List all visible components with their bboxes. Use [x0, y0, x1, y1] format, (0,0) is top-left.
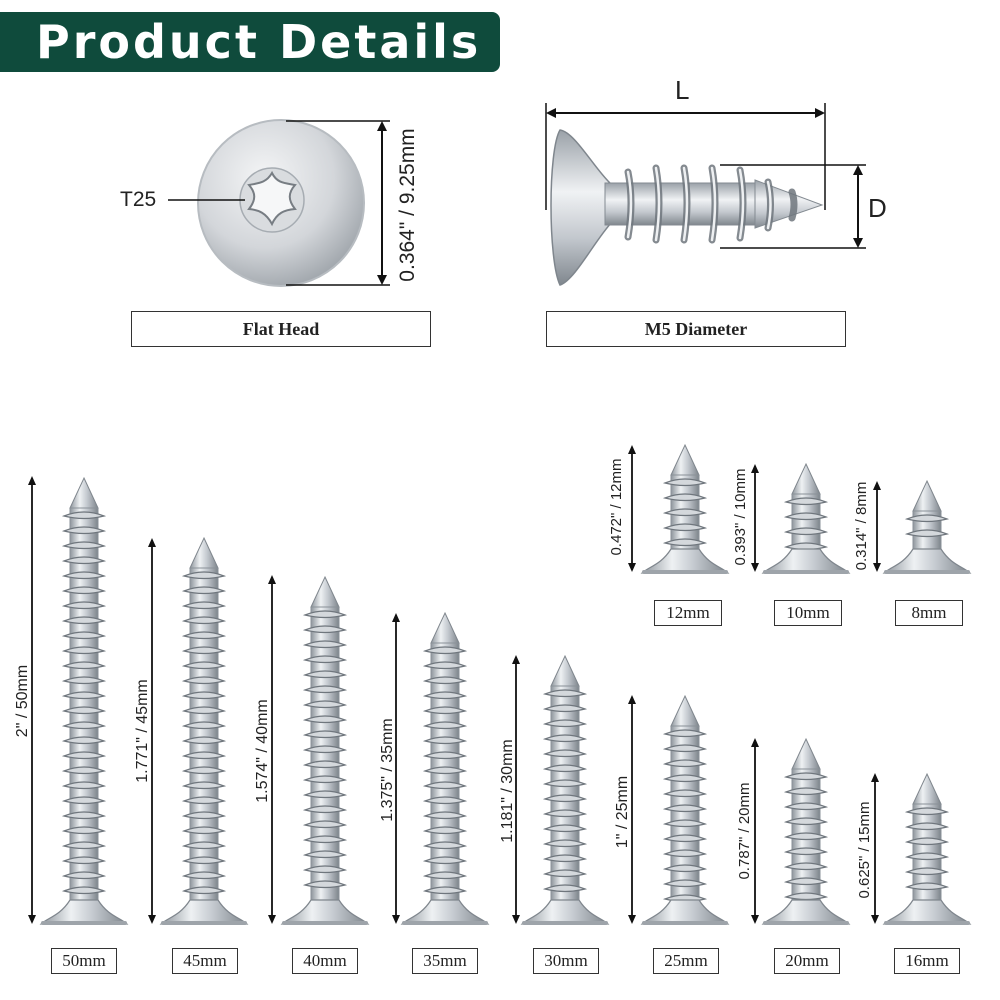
screw-45mm: [159, 536, 249, 925]
dimension-35mm: 1.375" / 35mm: [379, 718, 396, 822]
label-10mm: 10mm: [774, 600, 842, 626]
label-45mm: 45mm: [172, 948, 238, 974]
screw-10mm: [761, 462, 851, 574]
screw-25mm: [640, 694, 730, 925]
screw-20mm: [761, 737, 851, 925]
label-30mm: 30mm: [533, 948, 599, 974]
label-20mm: 20mm: [774, 948, 840, 974]
label-12mm: 12mm: [654, 600, 722, 626]
t25-drive-label: T25: [120, 188, 157, 211]
title-banner: Product Details: [0, 12, 500, 72]
dimension-40mm: 1.574" / 40mm: [254, 699, 271, 803]
screw-40mm: [280, 575, 370, 925]
top-dimension-lines: [628, 445, 881, 572]
head-diameter-dimension: 0.364" / 9.25mm: [396, 128, 419, 282]
length-label: L: [675, 75, 690, 105]
screw-8mm: [882, 479, 972, 574]
label-40mm: 40mm: [292, 948, 358, 974]
label-25mm: 25mm: [653, 948, 719, 974]
screw-30mm: [520, 654, 610, 925]
screw-group: [39, 443, 972, 925]
dimension-12mm: 0.472" / 12mm: [608, 458, 625, 556]
dimension-20mm: 0.787" / 20mm: [736, 782, 753, 880]
diameter-label: D: [868, 193, 887, 223]
dimension-8mm: 0.314" / 8mm: [853, 481, 870, 571]
screw-35mm: [400, 611, 490, 925]
label-50mm: 50mm: [51, 948, 117, 974]
screw-16mm: [882, 772, 972, 925]
label-16mm: 16mm: [894, 948, 960, 974]
m5-diameter-caption: M5 Diameter: [546, 311, 846, 347]
screw-side-view: [550, 129, 824, 286]
screw-12mm: [640, 443, 730, 574]
bottom-dimension-lines: [28, 476, 879, 924]
dimension-15mm: 0.625" / 15mm: [856, 801, 873, 899]
torx-icon: [247, 170, 297, 227]
dimension-25mm: 1" / 25mm: [614, 775, 631, 849]
dimension-10mm: 0.393" / 10mm: [732, 468, 749, 566]
dimension-45mm: 1.771" / 45mm: [134, 679, 151, 783]
label-35mm: 35mm: [412, 948, 478, 974]
flat-head-caption: Flat Head: [131, 311, 431, 347]
label-8mm: 8mm: [895, 600, 963, 626]
page-title: Product Details: [36, 15, 482, 69]
screw-50mm: [39, 476, 129, 925]
flat-head-view: [197, 119, 365, 287]
dimension-50mm: 2" / 50mm: [14, 664, 31, 738]
dimension-30mm: 1.181" / 30mm: [499, 739, 516, 843]
